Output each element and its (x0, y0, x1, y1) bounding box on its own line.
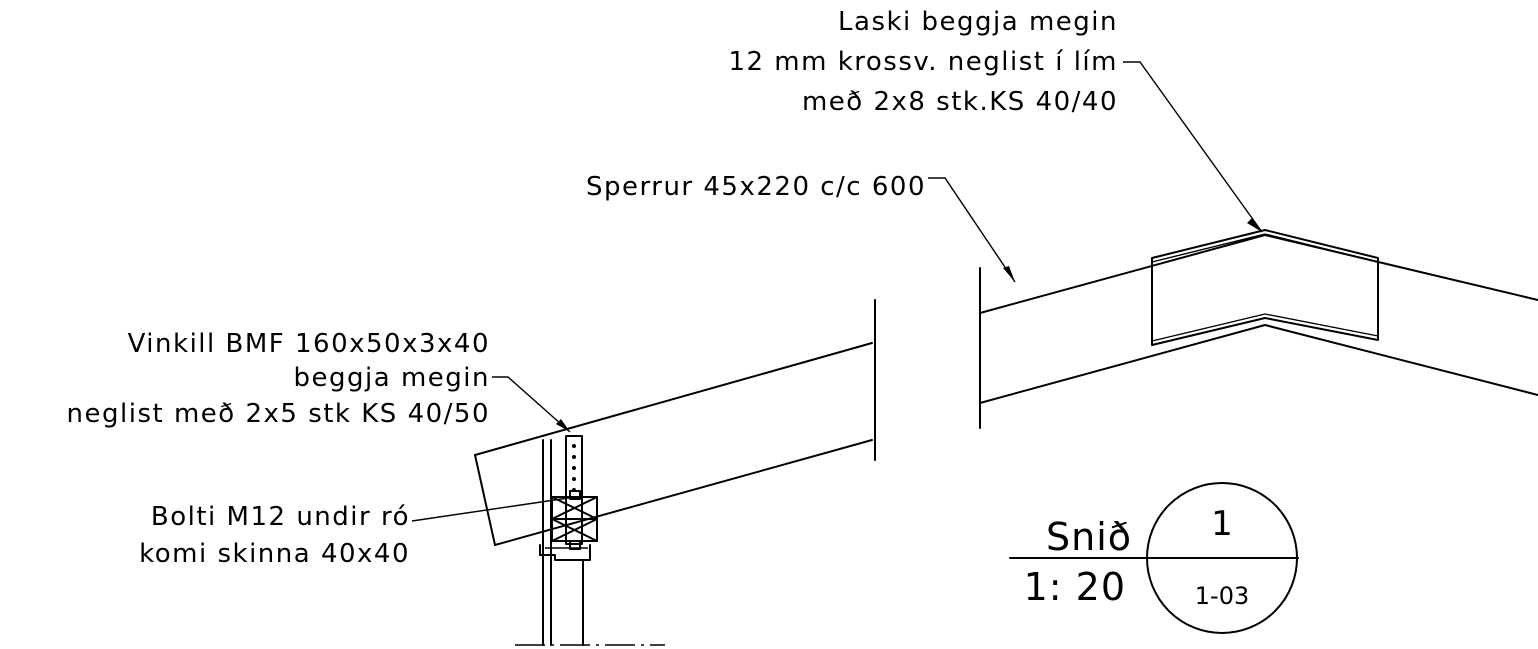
annotation-sperrur: Sperrur 45x220 c/c 600 (586, 172, 926, 202)
laski-line-3: með 2x8 stk.KS 40/40 (802, 87, 1118, 117)
annotation-vinkill: Vinkill BMF 160x50x3x40 beggja megin neg… (67, 329, 490, 429)
column-post (539, 439, 591, 646)
leader-sperrur (928, 177, 1016, 283)
leader-laski (1123, 61, 1263, 233)
leader-vinkill (492, 376, 571, 433)
bolti-line-2: komi skinna 40x40 (139, 539, 410, 569)
annotation-laski: Laski beggja megin 12 mm krossv. neglist… (728, 7, 1118, 117)
annotation-bolti: Bolti M12 undir ró komi skinna 40x40 (139, 502, 410, 569)
section-scale: 1: 20 (1024, 565, 1126, 609)
leader-bolti (411, 496, 576, 522)
vinkill-line-3: neglist með 2x5 stk KS 40/50 (67, 399, 490, 429)
left-rafter (474, 299, 876, 546)
laski-line-2: 12 mm krossv. neglist í lím (728, 47, 1118, 77)
section-title: Snið (1046, 515, 1132, 559)
bolt-assembly (551, 490, 598, 550)
sperrur-line-1: Sperrur 45x220 c/c 600 (586, 172, 926, 202)
vinkill-line-2: beggja megin (294, 363, 490, 393)
bolti-line-1: Bolti M12 undir ró (151, 502, 410, 532)
right-rafter (979, 234, 1538, 429)
laski-line-1: Laski beggja megin (838, 7, 1118, 37)
angle-bracket (565, 435, 583, 545)
section-number: 1 (1211, 504, 1233, 544)
sheet-reference: 1-03 (1195, 582, 1249, 610)
section-title-block: Snið 1: 20 1 1-03 (1009, 482, 1299, 634)
splice-plate (1151, 229, 1379, 346)
vinkill-line-1: Vinkill BMF 160x50x3x40 (128, 329, 490, 359)
